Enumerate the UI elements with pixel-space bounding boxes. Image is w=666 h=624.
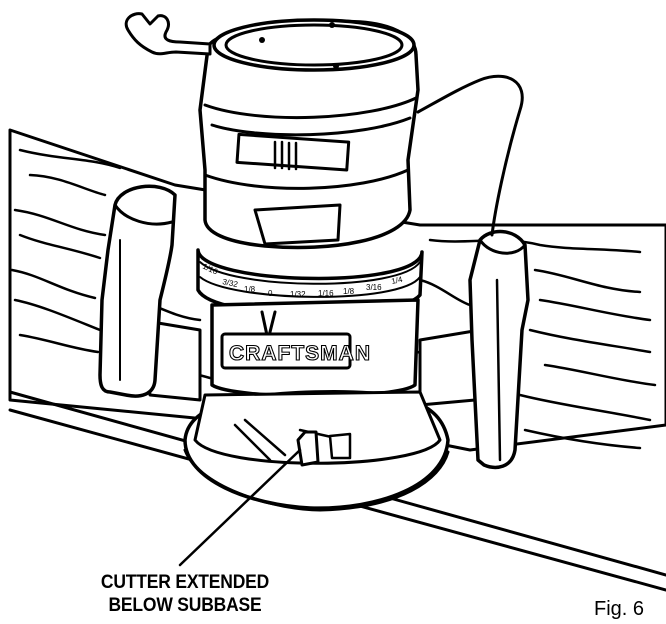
figure-label: Fig. 6 (594, 598, 645, 620)
right-handle (416, 74, 530, 470)
depth-ring: 1/16 3/32 1/8 0 1/32 1/16 1/8 3/16 1/4 (196, 248, 424, 316)
scale-mark: 1/8 (244, 285, 256, 294)
brand-nameplate: CRAFTSMAN (229, 342, 371, 365)
callout-line-below-subbase: BELOW SUBBASE (108, 595, 262, 616)
left-handle (98, 184, 202, 402)
scale-mark: 3/32 (222, 277, 240, 289)
scale-mark: 1/4 (391, 275, 404, 286)
callout-line-cutter-extended: CUTTER EXTENDED (100, 572, 270, 593)
wood-grain (10, 148, 657, 450)
callout-leader-line (178, 448, 302, 567)
scale-mark: 1/32 (290, 290, 306, 299)
motor-housing (198, 18, 420, 250)
router-base: CRAFTSMAN (183, 298, 450, 512)
scale-mark: 1/8 (343, 287, 355, 296)
scale-mark: 3/16 (366, 283, 382, 292)
scale-mark: 1/16 (318, 289, 334, 298)
wrench (124, 12, 212, 56)
scale-mark: 0 (268, 289, 273, 298)
